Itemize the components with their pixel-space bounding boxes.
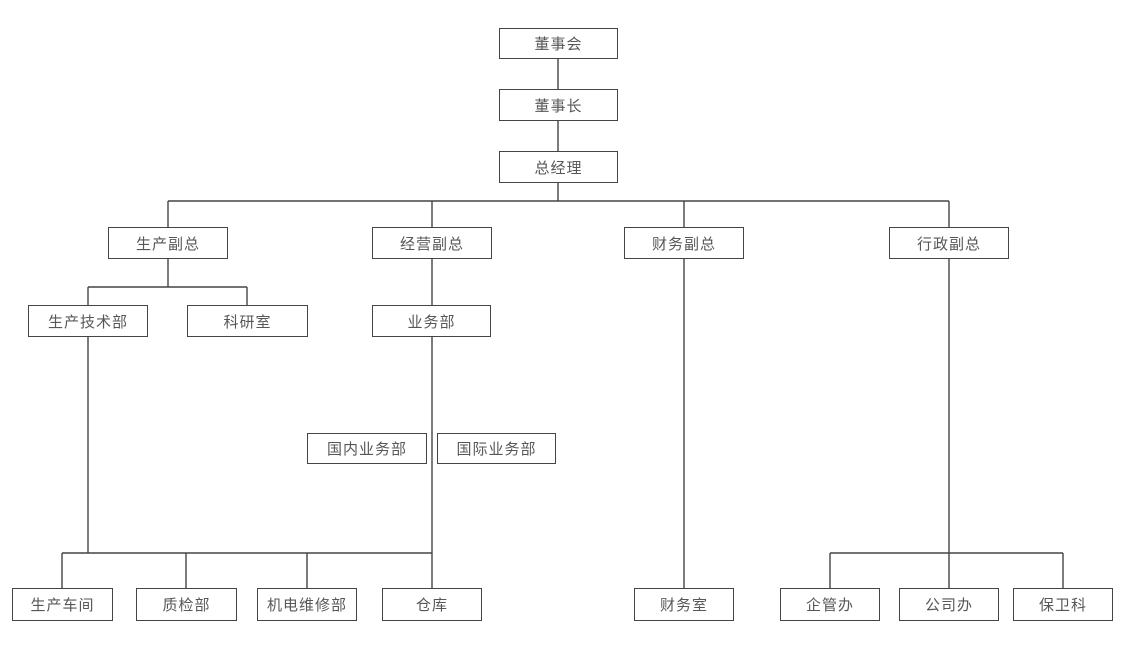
- node-board: 董事会: [499, 28, 618, 59]
- node-warehouse: 仓库: [382, 588, 482, 621]
- node-production-tech-dept: 生产技术部: [28, 305, 148, 337]
- node-quality-inspection-dept: 质检部: [136, 588, 237, 621]
- node-security-section: 保卫科: [1013, 588, 1113, 621]
- node-company-office: 公司办: [899, 588, 999, 621]
- node-finance-vp: 财务副总: [624, 227, 744, 259]
- node-finance-office: 财务室: [634, 588, 734, 621]
- node-admin-vp: 行政副总: [889, 227, 1009, 259]
- node-general-manager: 总经理: [499, 151, 618, 183]
- node-enterprise-mgmt-office: 企管办: [780, 588, 880, 621]
- node-production-vp: 生产副总: [108, 227, 228, 259]
- node-business-dept: 业务部: [372, 305, 491, 337]
- node-mechatronics-maintenance-dept: 机电维修部: [257, 588, 357, 621]
- node-chairman: 董事长: [499, 89, 618, 121]
- node-international-business-dept: 国际业务部: [437, 433, 556, 464]
- node-research-office: 科研室: [187, 305, 308, 337]
- node-production-workshop: 生产车间: [12, 588, 113, 621]
- node-operations-vp: 经营副总: [372, 227, 492, 259]
- node-domestic-business-dept: 国内业务部: [307, 433, 427, 464]
